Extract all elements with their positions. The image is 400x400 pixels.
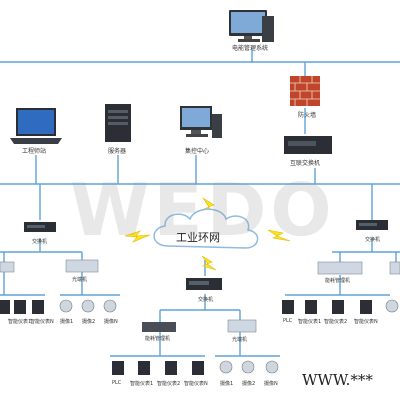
meter-icons <box>0 300 44 314</box>
website-watermark: WWW.*** <box>302 371 373 389</box>
server-icon <box>105 104 131 142</box>
camera2-label-b: 摄像2 <box>242 381 256 387</box>
meter-icons <box>282 300 372 314</box>
camera-icons <box>385 299 399 313</box>
engineer-station-label: 工程师站 <box>22 148 47 155</box>
meter2-label-b: 智能仪表2 <box>157 381 181 387</box>
meter1-label: 智能仪表1 <box>8 319 32 325</box>
network-cloud <box>153 208 259 249</box>
plc-label-b: PLC <box>112 380 122 386</box>
firewall-icon <box>290 76 320 106</box>
network-label: 工业环网 <box>176 231 220 244</box>
switch-icon <box>284 136 332 154</box>
switch-mid-label: 交换机 <box>198 297 214 303</box>
camera-icons <box>59 299 117 313</box>
camera-icons <box>219 360 279 374</box>
meter1-label-r: 智能仪表1 <box>298 319 322 325</box>
switch-icon <box>24 222 56 232</box>
camera1-label-b: 摄像1 <box>220 381 234 387</box>
meter-n-label-b: 智能仪表N <box>184 381 208 387</box>
meter-n-label-r: 智能仪表N <box>354 319 378 325</box>
device-box <box>0 259 99 273</box>
device-box <box>317 261 400 275</box>
meter-icons <box>112 361 204 375</box>
mgmt-machine-label: 能耗管理机 <box>325 278 351 284</box>
monitor-icon <box>180 106 222 138</box>
camera-n-label: 摄像N <box>104 319 118 325</box>
plc-label: PLC <box>283 318 293 324</box>
switch-icon <box>186 278 222 290</box>
device-box <box>142 319 257 333</box>
mgmt-machine-label-2: 能耗管理机 <box>145 336 171 342</box>
monitor-icon <box>229 10 274 42</box>
fiber-transceiver-label: 光端机 <box>72 277 88 283</box>
fiber-transceiver-label-2: 光端机 <box>232 337 248 343</box>
mgmt-system-label: 电能管理系统 <box>232 45 269 52</box>
camera1-label: 摄像1 <box>60 319 74 325</box>
camera2-label: 摄像2 <box>82 319 96 325</box>
switch-icon <box>356 220 388 230</box>
laptop-icon <box>10 108 62 144</box>
watermark: WEDO <box>70 168 336 252</box>
meter-n-label: 智能仪表N <box>30 319 54 325</box>
firewall-label: 防火墙 <box>298 112 317 119</box>
switch-right-label: 交换机 <box>365 237 381 243</box>
server-label: 服务器 <box>108 148 127 155</box>
camera-n-label-b: 摄像N <box>264 381 278 387</box>
meter2-label-r: 智能仪表2 <box>324 319 348 325</box>
interconnect-switch-label: 互联交换机 <box>290 160 321 167</box>
control-center-label: 集控中心 <box>185 148 210 155</box>
switch-left-label: 交换机 <box>32 239 48 245</box>
meter1-label-b: 智能仪表1 <box>130 381 154 387</box>
